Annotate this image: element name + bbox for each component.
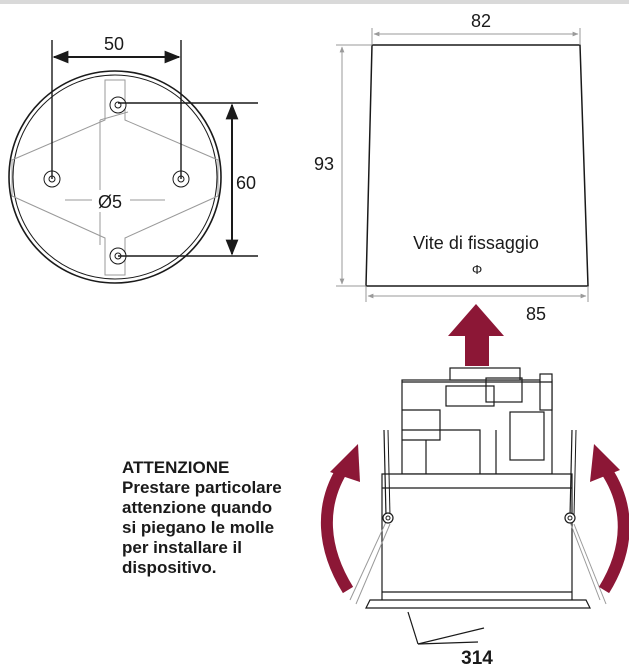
hole-label-bg xyxy=(92,190,128,212)
warning-line-5: dispositivo. xyxy=(122,558,217,577)
spring-right xyxy=(569,429,573,517)
plate-outer-circle xyxy=(8,70,222,284)
device-top-housing xyxy=(401,379,553,475)
dim-93-label: 93 xyxy=(314,154,334,174)
mounting-plate: 50 60 Ø5 xyxy=(8,34,258,284)
plate-cross-outline xyxy=(11,79,219,276)
device-body xyxy=(381,473,573,603)
spring-left xyxy=(383,429,387,517)
warning-line-2: attenzione quando xyxy=(122,498,273,517)
curved-arrow-left-icon xyxy=(321,466,354,594)
warning-line-3: si piegano le molle xyxy=(122,518,275,537)
curved-arrow-right-icon xyxy=(598,466,629,594)
warning-note: ATTENZIONE Prestare particolare attenzio… xyxy=(122,458,332,578)
screw-hole-top xyxy=(109,96,127,114)
device-flange xyxy=(365,599,591,609)
screw-symbol: Φ xyxy=(472,262,482,277)
hole-diameter-label: Ø5 xyxy=(98,192,122,212)
screw-label: Vite di fissaggio xyxy=(413,233,539,253)
dim-60-label: 60 xyxy=(236,173,256,193)
part-number-label: 314 xyxy=(461,648,493,666)
top-border xyxy=(0,0,629,4)
dim-85-label: 85 xyxy=(526,304,546,324)
dim-50-label: 50 xyxy=(104,34,124,54)
spring-bend-arrows xyxy=(321,444,629,594)
enclosure-view: 82 93 85 Vite di fissaggio Φ xyxy=(314,11,589,324)
warning-line-1: Prestare particolare xyxy=(122,478,282,497)
part-number-callout: 314 xyxy=(407,611,493,666)
plate-slot-outline xyxy=(65,111,165,245)
device-drawing xyxy=(349,367,607,609)
plate-inner-circle xyxy=(12,74,218,280)
warning-line-4: per installare il xyxy=(122,538,242,557)
up-arrow-icon xyxy=(448,304,504,366)
dim-82-label: 82 xyxy=(471,11,491,31)
warning-title: ATTENZIONE xyxy=(122,458,230,477)
